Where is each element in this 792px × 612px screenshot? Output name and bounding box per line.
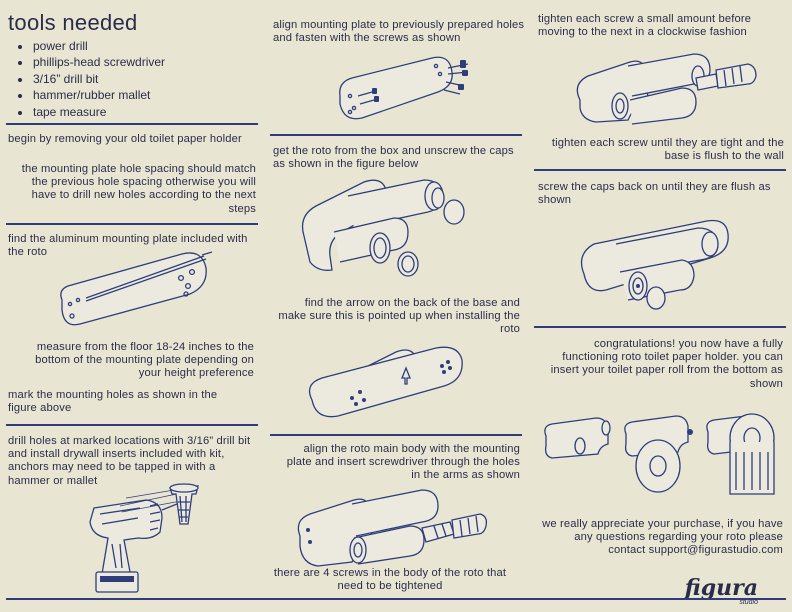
step-hole-spacing: the mounting plate hole spacing should m… [21, 163, 256, 215]
step-mark-holes: mark the mounting holes as shown in the … [8, 389, 218, 415]
step-four-screws: there are 4 screws in the body of the ro… [273, 567, 507, 593]
tools-list: power drill phillips-head screwdriver 3/… [14, 38, 165, 120]
step-measure: measure from the floor 18-24 inches to t… [35, 341, 254, 380]
divider [270, 434, 522, 436]
roto-back-arrow-icon [304, 340, 472, 426]
tool-item: power drill [32, 38, 165, 54]
bottom-divider [6, 598, 786, 600]
divider [6, 223, 258, 225]
tool-item: tape measure [32, 104, 165, 120]
step-align-body: align the roto main body with the mounti… [286, 443, 520, 482]
mounting-plate-icon [56, 250, 216, 332]
divider [6, 424, 258, 426]
step-tighten-flush: tighten each screw until they are tight … [551, 137, 784, 163]
figura-logo: figura [684, 575, 758, 601]
roto-tighten-icon [566, 48, 762, 128]
step-caps-back: screw the caps back on until they are fl… [538, 181, 771, 207]
roto-screwdriver-icon [294, 486, 490, 570]
drywall-anchor-icon [166, 482, 202, 526]
divider [534, 169, 786, 171]
roto-holder-icon [298, 176, 466, 286]
step-align-plate: align mounting plate to previously prepa… [273, 19, 525, 45]
step-find-plate: find the aluminum mounting plate include… [8, 233, 248, 259]
divider [6, 123, 258, 125]
divider [534, 326, 786, 328]
drill-icon [80, 488, 170, 596]
figura-logo-sub: studio [739, 599, 758, 606]
step-find-arrow: find the arrow on the back of the base a… [278, 297, 520, 336]
tool-item: phillips-head screwdriver [32, 54, 165, 70]
roto-capped-icon [576, 214, 746, 314]
mounting-plate-screws-icon [336, 52, 476, 128]
tools-title: tools needed [8, 10, 138, 35]
step-drill: drill holes at marked locations with 3/1… [8, 435, 251, 487]
toilet-paper-icon [540, 412, 784, 498]
step-tighten-clockwise: tighten each screw a small amount before… [538, 13, 752, 39]
step-remove-old: begin by removing your old toilet paper … [8, 133, 242, 145]
tool-item: hammer/rubber mallet [32, 87, 165, 103]
step-thanks: we really appreciate your purchase, if y… [542, 518, 783, 557]
tool-item: 3/16” drill bit [32, 71, 165, 87]
step-get-roto: get the roto from the box and unscrew th… [273, 145, 514, 171]
divider [270, 134, 522, 136]
step-congrats: congratulations! you now have a fully fu… [550, 338, 783, 390]
